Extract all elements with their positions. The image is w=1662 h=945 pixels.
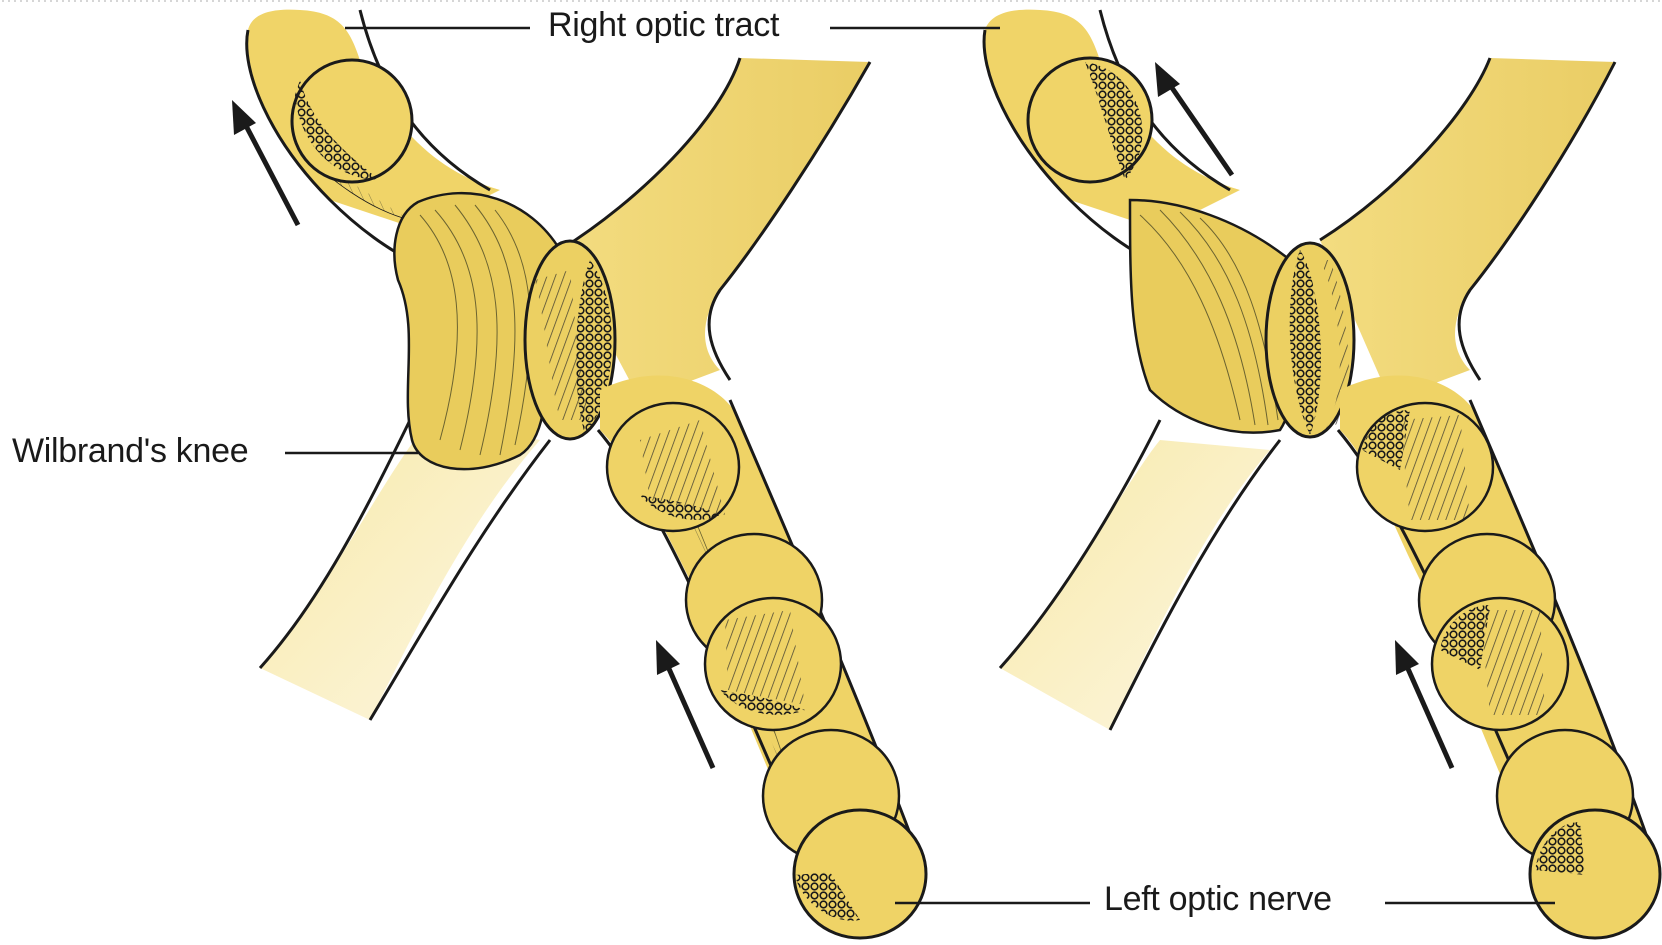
top-border (0, 0, 1662, 2)
wilbrands-knee-label: Wilbrand's knee (6, 432, 254, 471)
right-optic-tract-label: Right optic tract (542, 6, 785, 45)
chiasm-left (232, 10, 926, 938)
chiasm-right (984, 10, 1660, 938)
left-optic-nerve-label: Left optic nerve (1098, 880, 1338, 919)
